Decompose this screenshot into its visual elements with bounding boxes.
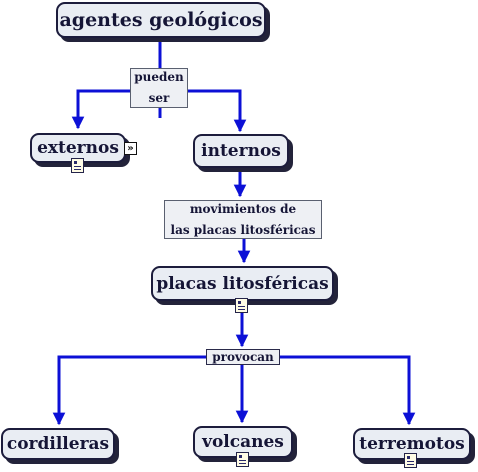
document-icon[interactable]: [235, 298, 248, 313]
node-agentes-geologicos[interactable]: agentes geológicos: [56, 2, 266, 38]
node-terremotos[interactable]: terremotos: [353, 428, 471, 460]
node-label: internos: [201, 141, 281, 161]
link-label-line: las placas litosféricas: [170, 222, 316, 237]
document-icon[interactable]: [71, 158, 84, 173]
node-cordilleras[interactable]: cordilleras: [1, 428, 115, 460]
link-label-line: provocan: [212, 350, 274, 364]
link-label-line: pueden: [134, 70, 184, 84]
double-chevron-right-icon[interactable]: »: [124, 142, 137, 155]
link-label-provocan: provocan: [206, 349, 280, 365]
node-label: placas litosféricas: [156, 273, 329, 294]
node-internos[interactable]: internos: [193, 134, 289, 168]
node-label: cordilleras: [6, 434, 110, 454]
link-label-line: ser: [148, 91, 170, 105]
document-icon[interactable]: [404, 453, 417, 468]
node-label: terremotos: [359, 434, 465, 454]
node-label: agentes geológicos: [59, 9, 263, 31]
node-placas-litosfericas[interactable]: placas litosféricas: [151, 266, 334, 301]
link-label-movimientos: movimientos de las placas litosféricas: [164, 200, 322, 239]
node-volcanes[interactable]: volcanes: [193, 426, 293, 458]
link-label-pueden-ser: pueden ser: [130, 68, 188, 108]
node-label: volcanes: [202, 432, 284, 452]
node-label: externos: [37, 138, 119, 158]
document-icon[interactable]: [236, 452, 249, 467]
link-label-line: movimientos de: [189, 201, 297, 216]
